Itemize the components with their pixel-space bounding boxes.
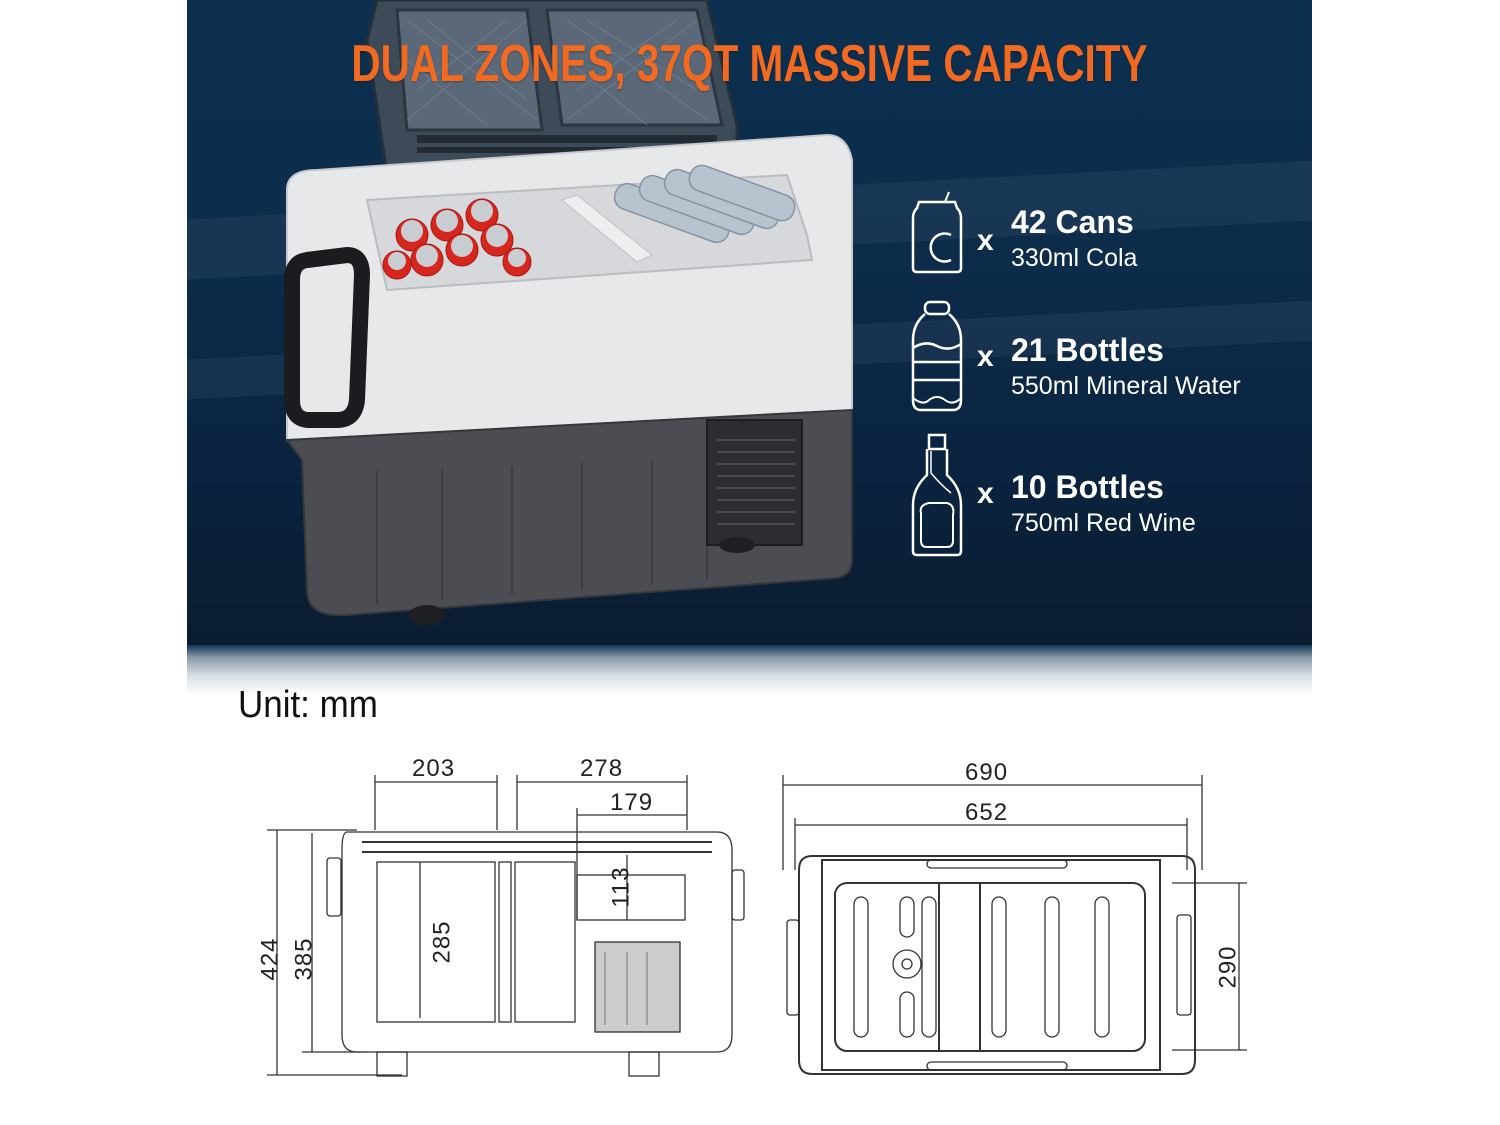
capacity-count: 21 Bottles bbox=[1011, 332, 1164, 368]
dim-285: 285 bbox=[428, 920, 456, 964]
multiplier: x bbox=[977, 340, 994, 373]
capacity-description: 330ml Cola bbox=[1011, 244, 1138, 272]
capacity-count: 10 Bottles bbox=[1011, 469, 1164, 505]
unit-label: Unit: mm bbox=[238, 684, 378, 726]
water-bottle-icon bbox=[911, 300, 963, 412]
dim-278: 278 bbox=[580, 755, 624, 782]
section-fade bbox=[187, 645, 1312, 695]
wine-bottle-icon bbox=[911, 433, 963, 557]
dim-385: 385 bbox=[290, 937, 318, 981]
dim-290: 290 bbox=[1214, 945, 1242, 989]
dim-424: 424 bbox=[256, 937, 284, 981]
dim-690: 690 bbox=[965, 759, 1009, 786]
dim-652: 652 bbox=[965, 799, 1009, 826]
dim-203: 203 bbox=[412, 755, 456, 782]
dim-179: 179 bbox=[610, 789, 654, 816]
capacity-description: 750ml Red Wine bbox=[1011, 509, 1196, 537]
capacity-description: 550ml Mineral Water bbox=[1011, 372, 1241, 400]
capacity-item-cans: x 42 Cans 330ml Cola bbox=[907, 190, 1307, 310]
capacity-item-water: x 21 Bottles 550ml Mineral Water bbox=[907, 300, 1307, 420]
can-icon bbox=[911, 191, 963, 274]
front-view-drawing bbox=[267, 775, 745, 1077]
dim-113: 113 bbox=[607, 866, 635, 908]
headline: DUAL ZONES, 37QT MASSIVE CAPACITY bbox=[351, 35, 1148, 93]
hero-section: DUAL ZONES, 37QT MASSIVE CAPACITY x 42 C… bbox=[187, 0, 1312, 645]
capacity-count: 42 Cans bbox=[1011, 204, 1134, 240]
fridge-photo bbox=[284, 0, 853, 625]
top-view-drawing bbox=[782, 775, 1247, 1075]
product-image: DUAL ZONES, 37QT MASSIVE CAPACITY x 42 C… bbox=[187, 0, 1312, 1125]
multiplier: x bbox=[977, 477, 994, 510]
capacity-item-wine: x 10 Bottles 750ml Red Wine bbox=[907, 433, 1307, 557]
multiplier: x bbox=[977, 224, 994, 257]
